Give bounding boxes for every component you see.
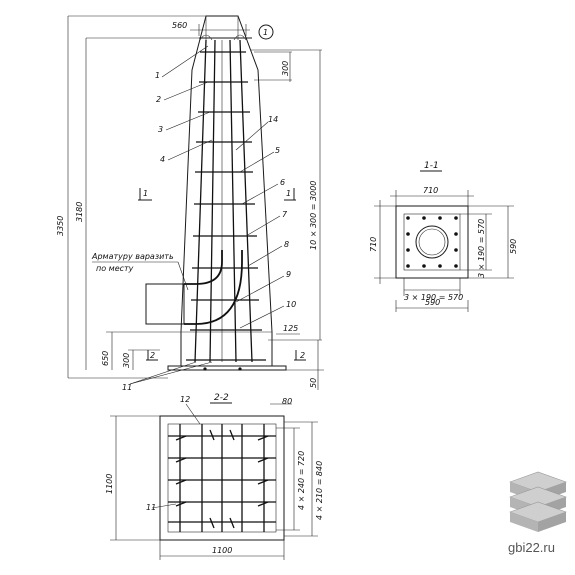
callout-3: 3 <box>158 125 163 134</box>
dim-base-300: 300 <box>122 353 131 368</box>
callout-2: 2 <box>156 95 161 104</box>
section-2-2: 2-2 12 80 <box>105 393 324 560</box>
section-mark-2-right: 2 <box>300 351 305 360</box>
section-2-2-height-left: 1100 <box>105 474 114 494</box>
section-circle-label: 1 <box>263 28 268 37</box>
section-2-2-callout-small: 11 <box>146 503 156 512</box>
dim-step-top: 300 <box>281 61 290 76</box>
section-1-1: 1-1 710 710 <box>369 161 518 312</box>
dim-bottom-50: 50 <box>309 378 318 388</box>
section-1-1-height-left: 710 <box>369 237 378 252</box>
dim-base-650: 650 <box>101 351 110 366</box>
callout-11: 11 <box>122 383 132 392</box>
section-1-1-width-top: 710 <box>423 186 438 195</box>
pipe-opening <box>145 250 243 325</box>
callout-14: 14 <box>268 115 278 124</box>
callout-1: 1 <box>155 71 160 80</box>
section-1-1-spacing-right: 3 × 190 = 570 <box>477 219 486 278</box>
elevation-dimensions: 560 1 3350 3180 10 × 300 = 3000 300 50 1… <box>56 15 324 390</box>
section-2-2-callout-12: 12 <box>180 395 190 404</box>
section-2-2-dim-80: 80 <box>282 397 292 406</box>
callout-7: 7 <box>282 210 288 219</box>
dim-top-width: 560 <box>172 21 187 30</box>
section-1-1-rebars <box>406 216 458 268</box>
opening-note-line2: по месту <box>96 264 134 273</box>
section-mark-right: 1 <box>286 189 291 198</box>
section-1-1-height-right: 590 <box>509 239 518 254</box>
section-mark-2-left: 2 <box>150 351 155 360</box>
callouts: 1 2 3 4 14 5 6 7 8 9 10 11 <box>122 45 296 392</box>
section-2-2-width-bottom: 1100 <box>212 546 232 555</box>
callout-8: 8 <box>284 240 289 249</box>
callout-4: 4 <box>160 155 165 164</box>
section-2-2-title: 2-2 <box>214 393 229 403</box>
section-mark-left: 1 <box>143 189 148 198</box>
callout-9: 9 <box>286 270 291 279</box>
watermark-logo <box>509 471 567 532</box>
section-2-2-spacing-b: 4 × 210 = 840 <box>315 461 324 520</box>
section-1-1-title: 1-1 <box>424 161 439 171</box>
callout-5: 5 <box>275 146 280 155</box>
dim-step-125: 125 <box>283 324 298 333</box>
opening-note-line1: Арматуру варазить <box>91 252 174 261</box>
watermark-text: gbi22.ru <box>508 540 555 555</box>
section-1-1-width-bottom: 590 <box>425 298 440 307</box>
section-2-2-anchors <box>175 429 269 529</box>
dim-spacing: 10 × 300 = 3000 <box>309 181 318 250</box>
callout-10: 10 <box>286 300 296 309</box>
dim-shaft-height: 3180 <box>75 202 84 222</box>
section-2-2-spacing-a: 4 × 240 = 720 <box>297 451 306 510</box>
column-elevation <box>145 15 287 371</box>
dim-total-height: 3350 <box>56 216 65 236</box>
hoops <box>186 51 266 361</box>
section-1-1-spacing-bottom: 3 × 190 = 570 <box>404 293 463 302</box>
callout-6: 6 <box>280 178 285 187</box>
